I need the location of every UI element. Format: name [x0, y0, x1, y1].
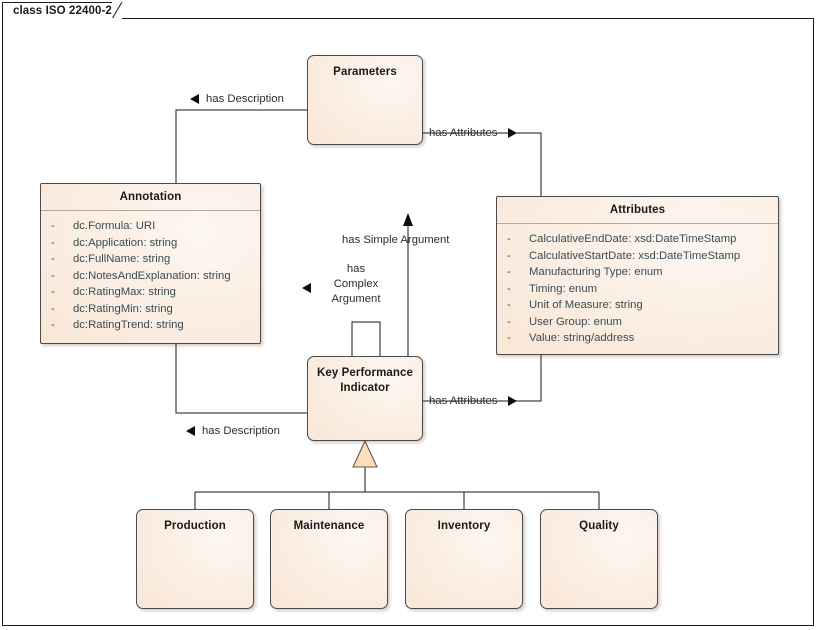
attribute-visibility: -	[51, 302, 55, 315]
connector-label-parameters-has-attributes: has Attributes	[429, 127, 498, 139]
attribute-visibility: -	[51, 253, 55, 265]
connector-label-parameters-has-description: has Description	[206, 93, 284, 105]
attribute-visibility: -	[51, 269, 55, 282]
attribute-text: dc:RatingTrend: string	[73, 319, 184, 331]
diagram-frame-title: class ISO 22400-2	[13, 5, 112, 17]
class-name-attributes: Attributes	[497, 197, 778, 224]
attribute-row: - dc:RatingTrend: string	[41, 317, 260, 334]
attribute-list-attributes: - CalculativeEndDate: xsd:DateTimeStamp …	[497, 224, 778, 354]
attribute-text: dc:FullName: string	[73, 253, 171, 265]
class-name-quality: Quality	[579, 520, 619, 532]
class-name-parameters: Parameters	[333, 66, 397, 78]
direction-triangle-left-icon	[302, 283, 311, 293]
attribute-text: CalculativeEndDate: xsd:DateTimeStamp	[529, 233, 737, 245]
attribute-text: Manufacturing Type: enum	[529, 266, 663, 278]
diagram-frame-tab: class ISO 22400-2	[2, 2, 122, 19]
attribute-row: - CalculativeEndDate: xsd:DateTimeStamp	[497, 231, 778, 248]
connector-label-has-complex-argument: has Complex Argument	[320, 262, 392, 307]
diagram-frame-tab-slant-icon	[112, 2, 132, 19]
connector-label-has-simple-argument: has Simple Argument	[342, 234, 450, 246]
class-node-inventory[interactable]: Inventory	[405, 509, 523, 609]
attribute-row: - Manufacturing Type: enum	[497, 264, 778, 281]
attribute-visibility: -	[507, 233, 511, 245]
direction-triangle-right-icon	[508, 128, 517, 138]
class-node-parameters[interactable]: Parameters	[307, 55, 423, 145]
attribute-text: dc:NotesAndExplanation: string	[73, 269, 231, 282]
class-name-inventory: Inventory	[437, 520, 491, 532]
class-name-key-performance-indicator: Key Performance Indicator	[308, 357, 422, 396]
attribute-row: - dc:RatingMax: string	[41, 284, 260, 301]
attribute-text: dc:Application: string	[73, 236, 178, 249]
attribute-row: - dc:NotesAndExplanation: string	[41, 268, 260, 285]
attribute-visibility: -	[51, 286, 55, 298]
attribute-row: - Value: string/address	[497, 330, 778, 347]
attribute-visibility: -	[51, 236, 55, 249]
class-node-quality[interactable]: Quality	[540, 509, 658, 609]
class-name-production: Production	[164, 520, 226, 532]
attribute-visibility: -	[507, 332, 511, 344]
direction-triangle-left-icon	[186, 426, 195, 436]
connector-label-line-1: has	[346, 263, 366, 275]
attribute-row: - dc:FullName: string	[41, 251, 260, 268]
connector-label-kpi-has-description: has Description	[202, 425, 280, 437]
attribute-text: dc.Formula: URI	[73, 220, 156, 232]
class-node-production[interactable]: Production	[136, 509, 254, 609]
direction-triangle-right-icon	[508, 396, 517, 406]
class-node-key-performance-indicator[interactable]: Key Performance Indicator	[307, 356, 423, 441]
class-node-attributes[interactable]: Attributes - CalculativeEndDate: xsd:Dat…	[496, 196, 779, 355]
class-name-annotation: Annotation	[41, 184, 260, 211]
attribute-text: Value: string/address	[529, 332, 635, 344]
diagram-frame	[2, 18, 814, 626]
attribute-text: Unit of Measure: string	[529, 299, 643, 311]
connector-label-kpi-has-attributes: has Attributes	[429, 395, 498, 407]
class-name-line-1: Key Performance	[316, 367, 414, 379]
attribute-text: User Group: enum	[529, 315, 622, 328]
class-node-annotation[interactable]: Annotation - dc.Formula: URI - dc:Applic…	[40, 183, 261, 344]
class-name-line-2: Indicator	[340, 382, 390, 394]
attribute-row: - dc.Formula: URI	[41, 218, 260, 235]
attribute-row: - Timing: enum	[497, 281, 778, 298]
attribute-visibility: -	[51, 220, 55, 232]
attribute-visibility: -	[507, 249, 511, 262]
attribute-visibility: -	[507, 266, 511, 278]
attribute-row: - Unit of Measure: string	[497, 297, 778, 314]
attribute-list-annotation: - dc.Formula: URI - dc:Application: stri…	[41, 211, 260, 341]
attribute-visibility: -	[507, 315, 511, 328]
attribute-row: - User Group: enum	[497, 314, 778, 331]
attribute-row: - dc:Application: string	[41, 235, 260, 252]
attribute-text: dc:RatingMax: string	[73, 286, 176, 298]
attribute-text: Timing: enum	[529, 282, 598, 295]
attribute-visibility: -	[507, 299, 511, 311]
attribute-row: - CalculativeStartDate: xsd:DateTimeStam…	[497, 248, 778, 265]
connector-label-line-2: Complex	[333, 278, 379, 290]
attribute-visibility: -	[507, 282, 511, 295]
connector-label-line-3: Argument	[331, 293, 381, 305]
class-node-maintenance[interactable]: Maintenance	[270, 509, 388, 609]
attribute-row: - dc:RatingMin: string	[41, 301, 260, 318]
attribute-text: dc:RatingMin: string	[73, 302, 173, 315]
attribute-visibility: -	[51, 319, 55, 331]
attribute-text: CalculativeStartDate: xsd:DateTimeStamp	[529, 249, 741, 262]
direction-triangle-left-icon	[190, 94, 199, 104]
class-name-maintenance: Maintenance	[293, 520, 365, 532]
